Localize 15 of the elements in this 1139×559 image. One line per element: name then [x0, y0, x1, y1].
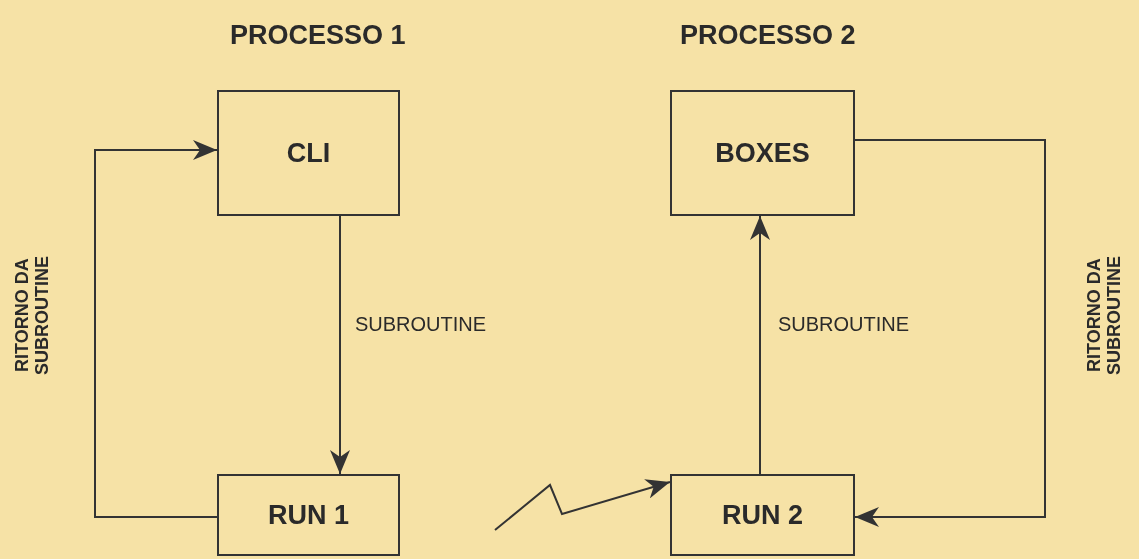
box-label: BOXES [715, 137, 810, 169]
box-label: CLI [286, 137, 331, 169]
arrow [750, 215, 770, 475]
arrow [94, 140, 218, 518]
box-label: RUN 2 [722, 499, 803, 531]
arrow [330, 215, 350, 475]
process-title: PROCESSO 2 [680, 20, 856, 51]
process-box [217, 474, 400, 556]
process-title: PROCESSO 1 [230, 20, 406, 51]
process-box [217, 90, 400, 216]
process-box [670, 474, 855, 556]
arrow [854, 139, 1046, 527]
zigzag-arrow [494, 479, 671, 531]
box-label: RUN 1 [268, 499, 349, 531]
process-box [670, 90, 855, 216]
